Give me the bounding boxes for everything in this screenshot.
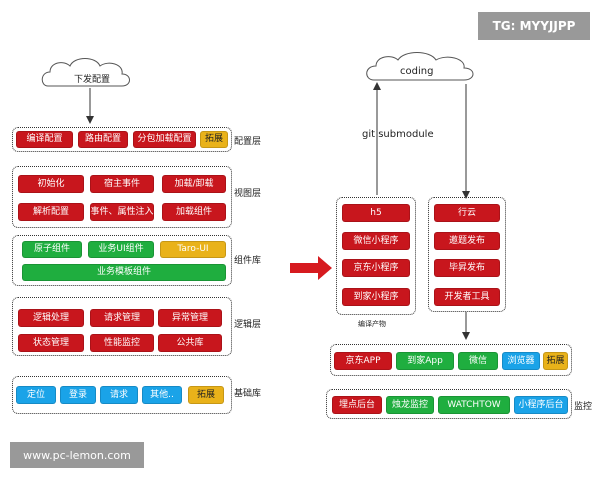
monitor-box [326,389,572,419]
logic-item-state-mgmt: 状态管理 [18,334,84,352]
logic-item-performance: 性能监控 [90,334,154,352]
monitor-miniprogram: 小程序后台 [514,396,568,414]
config-layer-label: 配置层 [234,137,262,147]
component-item-business-ui: 业务UI组件 [88,241,154,258]
logic-item-exception-mgmt: 异常管理 [158,309,222,327]
big-red-arrow [290,256,332,280]
cloud-shape-left [41,58,130,87]
view-layer-box [12,166,232,228]
logic-layer-label: 逻辑层 [234,320,262,330]
logic-item-processing: 逻辑处理 [18,309,84,327]
build-output-box [336,197,416,315]
logic-item-common-lib: 公共库 [158,334,222,352]
watermark-bottom: www.pc-lemon.com [10,442,144,468]
logic-item-request-mgmt: 请求管理 [90,309,154,327]
cloud-label-right: coding [400,66,434,77]
publish-bisheng: 毕昇发布 [434,259,500,277]
build-output-jd: 京东小程序 [342,259,410,277]
view-item-load-component: 加载组件 [162,203,226,221]
component-lib-label: 组件库 [234,256,262,266]
base-item-request: 请求 [100,386,138,404]
publish-yaoti: 邀题发布 [434,232,500,250]
app-daojia: 到家App [396,352,454,370]
view-item-load-unload: 加载/卸载 [162,175,226,193]
view-item-parse-config: 解析配置 [18,203,84,221]
base-lib-label: 基础库 [234,389,262,399]
config-item-compile: 编译配置 [16,131,73,148]
view-item-host-event: 宿主事件 [90,175,154,193]
publish-devtools: 开发者工具 [434,288,500,306]
base-lib-box [12,376,232,414]
build-output-label: 编译产物 [358,320,386,328]
config-item-extend: 拓展 [200,131,228,148]
monitor-label: 监控 [574,402,593,412]
component-item-business-template: 业务模板组件 [22,264,226,281]
app-browser: 浏览器 [502,352,540,370]
component-item-taro-ui: Taro-UI [160,241,226,258]
config-layer-box [12,127,232,152]
base-item-extend: 拓展 [188,386,224,404]
publish-xingyun: 行云 [434,204,500,222]
config-item-subpackage: 分包加载配置 [133,131,196,148]
view-layer-label: 视图层 [234,189,262,199]
view-item-event-inject: 事件、属性注入 [90,203,154,221]
logic-layer-box [12,297,232,356]
app-extend: 拓展 [543,352,568,370]
base-item-login: 登录 [60,386,96,404]
build-output-daojia: 到家小程序 [342,288,410,306]
monitor-watchtow: WATCHTOW [438,396,510,414]
component-lib-box [12,235,232,286]
publish-box [428,197,506,312]
base-item-other: 其他.. [142,386,182,404]
config-item-route: 路由配置 [78,131,128,148]
cloud-shape-right [366,52,474,81]
cloud-label-left: 下发配置 [74,75,111,85]
app-wechat: 微信 [458,352,498,370]
apps-box [330,344,572,376]
watermark-top: TG: MYYJJPP [478,12,590,40]
build-output-wechat: 微信小程序 [342,232,410,250]
component-item-atomic: 原子组件 [22,241,82,258]
base-item-location: 定位 [16,386,56,404]
view-item-init: 初始化 [18,175,84,193]
app-jd: 京东APP [334,352,392,370]
monitor-tracking: 埋点后台 [332,396,382,414]
git-submodule-label: git submodule [362,129,434,140]
build-output-h5: h5 [342,204,410,222]
monitor-zhulong: 烛龙监控 [386,396,434,414]
